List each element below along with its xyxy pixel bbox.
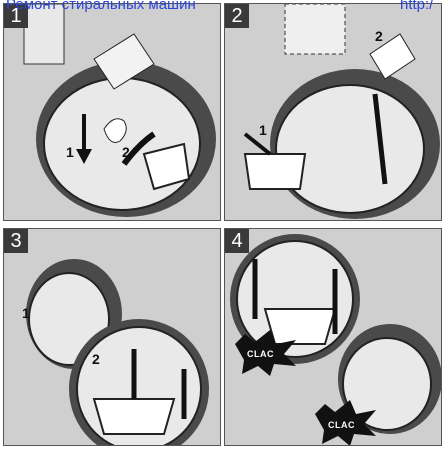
panel-2-illustration (225, 4, 442, 221)
panel-step-2: 2 1 2 (224, 3, 442, 221)
sub-step-label: 1 (259, 122, 267, 138)
clac-label: CLAC (247, 349, 274, 359)
panel-3-illustration (4, 229, 221, 446)
sub-step-label: 1 (22, 305, 30, 321)
panel-step-4: 4 CLAC CLAC (224, 228, 442, 446)
sub-step-label: 1 (66, 144, 74, 160)
step-number: 4 (225, 229, 249, 253)
sub-step-label: 2 (375, 28, 383, 44)
step-number: 3 (4, 229, 28, 253)
panel-step-1: 1 1 2 (3, 3, 221, 221)
sub-step-label: 2 (122, 144, 130, 160)
step-number: 2 (225, 4, 249, 28)
sub-step-label: 2 (92, 351, 100, 367)
panel-4-illustration (225, 229, 442, 446)
step-number: 1 (4, 4, 28, 28)
panel-1-illustration (4, 4, 221, 221)
clac-label: CLAC (328, 420, 355, 430)
panel-step-3: 3 1 2 (3, 228, 221, 446)
